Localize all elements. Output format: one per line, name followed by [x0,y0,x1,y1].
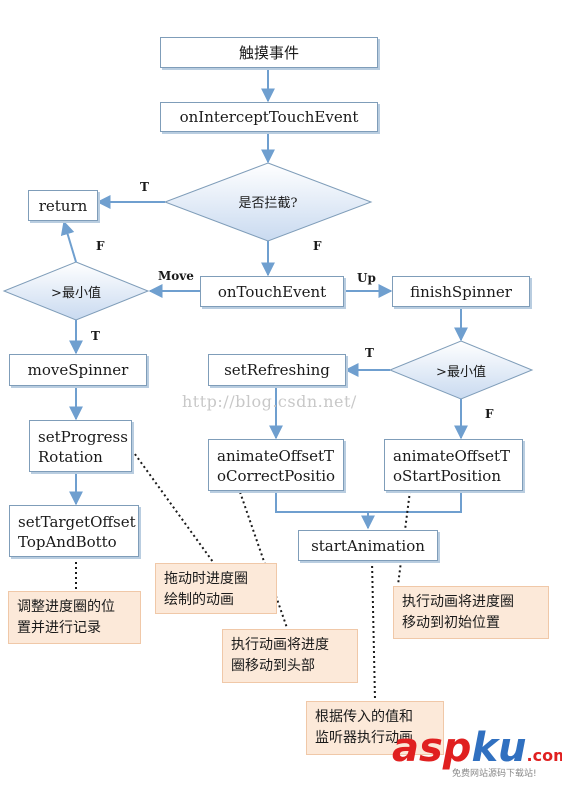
note-anim-to-top: 执行动画将进度 圈移动到头部 [222,629,358,683]
node-touch-event: 触摸事件 [160,37,378,68]
decision-intercept-shape [163,162,373,242]
decision-min-left-shape [2,261,150,321]
leader-animstart-note [397,490,411,586]
edge-label-up: Up [357,271,376,285]
edge-label-f-left: F [96,239,105,253]
note-anim-by-value: 根据传入的值和 监听器执行动画 [306,701,444,755]
node-finish-spinner: finishSpinner [392,276,530,307]
note-adjust-progress: 调整进度圈的位 置并进行记录 [8,591,141,644]
node-set-target-offset: setTargetOffset TopAndBotto [9,505,139,557]
leader-animcorrect-note [239,491,288,629]
node-return: return [28,190,98,221]
node-move-spinner: moveSpinner [9,354,147,386]
node-animate-offset-start: animateOffsetT oStartPosition [384,439,523,491]
edge-label-t-left: T [91,329,100,343]
logo-dotcom: .com [526,746,562,765]
node-on-touch-event: onTouchEvent [200,276,344,307]
site-logo: aspku.com [392,726,562,778]
edge-label-t-return: T [140,180,149,194]
logo-ku: ku [471,725,527,771]
node-set-refreshing: setRefreshing [208,354,346,386]
note-drag-progress: 拖动时进度圈 绘制的动画 [155,563,277,614]
edge-label-move: Move [158,269,194,283]
note-anim-to-start: 执行动画将进度圈 移动到初始位置 [393,586,549,639]
decision-min-right-shape [388,340,534,400]
watermark-url: http://blog.csdn.net/ [182,392,357,411]
node-on-intercept-touch-event: onInterceptTouchEvent [160,102,378,132]
node-start-animation: startAnimation [298,530,438,561]
leader-progress-note [131,449,214,563]
node-set-progress-rotation: setProgress Rotation [29,420,132,472]
edge-anims-to-startanimation [275,491,462,513]
edge-minleft-to-return [60,220,77,263]
logo-asp: asp [392,725,472,771]
node-animate-offset-correct: animateOffsetT oCorrectPositio [208,439,344,491]
edge-label-f-down: F [313,239,322,253]
edge-label-f-right: F [485,407,494,421]
leader-startanim-note [371,560,376,701]
edge-label-t-right: T [365,346,374,360]
site-logo-subtitle: 免费网站源码下载站! [452,769,537,779]
